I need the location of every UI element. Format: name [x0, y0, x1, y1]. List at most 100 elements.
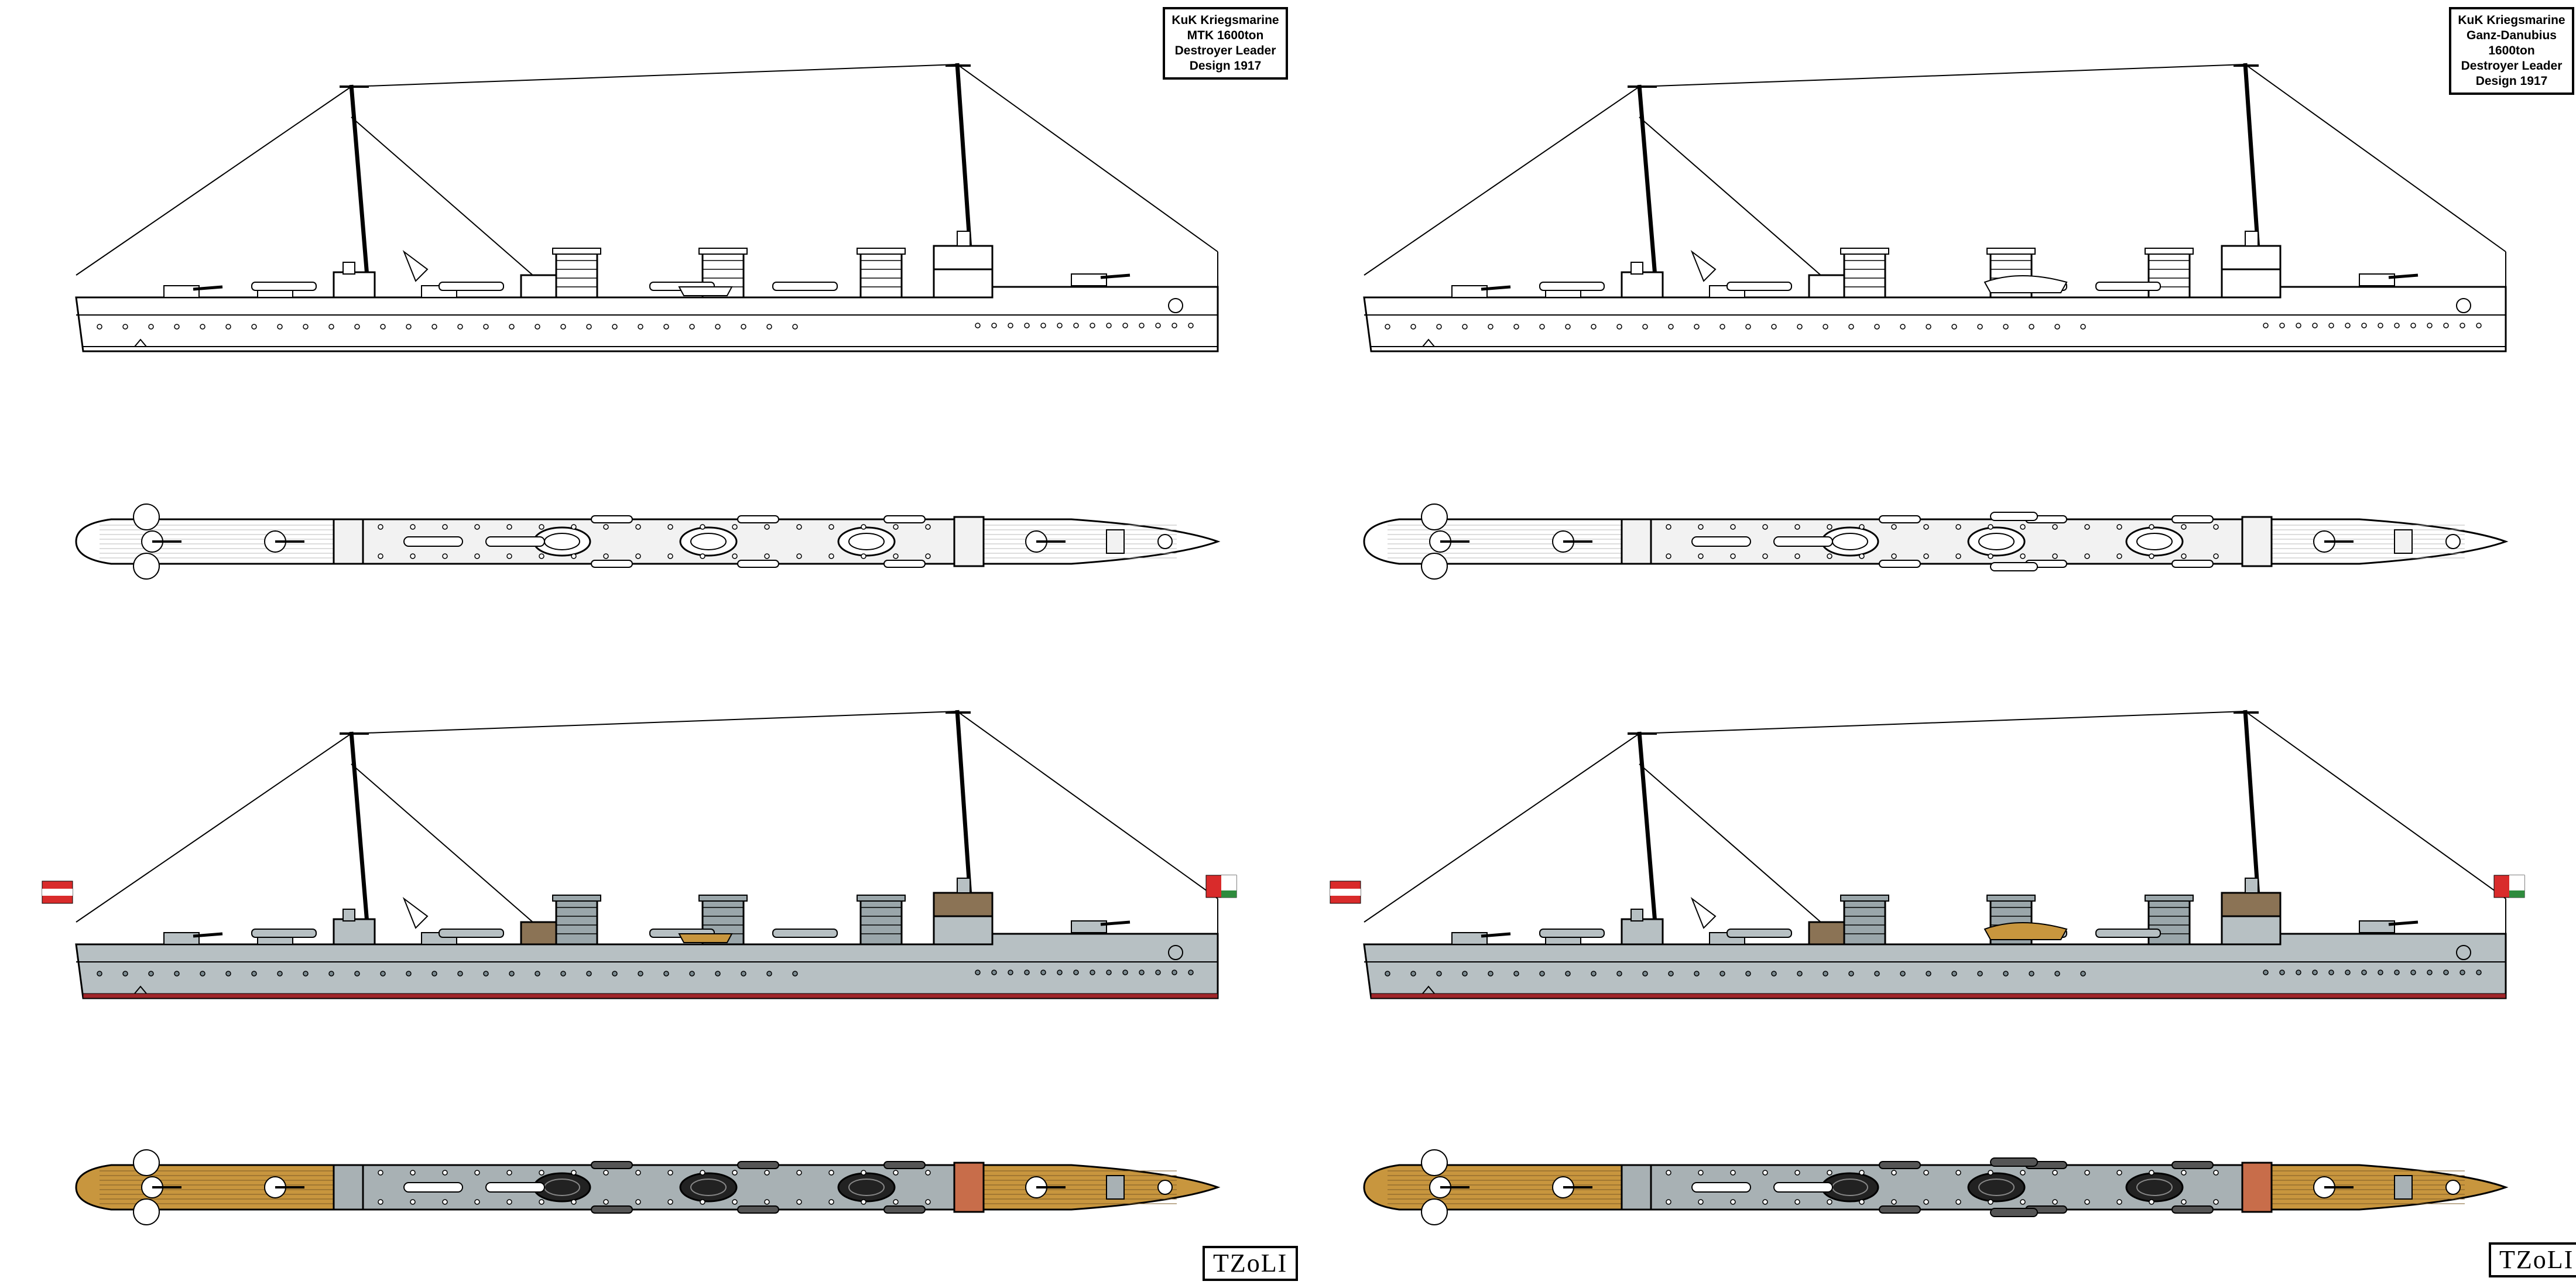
- right-profile-color: [1330, 710, 2525, 999]
- funnel-cap: [857, 895, 906, 902]
- bridge-plan: [2241, 516, 2273, 567]
- porthole: [638, 971, 643, 977]
- bollard: [1827, 1170, 1832, 1176]
- funnel-top: [1967, 1172, 2026, 1203]
- rangefinder: [957, 878, 971, 893]
- bollard: [667, 1170, 673, 1176]
- porthole: [792, 324, 798, 330]
- torpedo-tube: [1727, 929, 1792, 938]
- hungarian-jack-icon: [2493, 875, 2525, 898]
- torpedo-tube-plan: [403, 1182, 463, 1193]
- engine-house: [1808, 921, 1845, 946]
- boot-topping: [1371, 993, 2506, 999]
- porthole: [1040, 323, 1046, 328]
- porthole: [2029, 324, 2034, 330]
- porthole: [766, 324, 772, 330]
- bollard: [1923, 553, 1929, 559]
- porthole: [354, 324, 360, 330]
- funnel-top: [1967, 526, 2026, 557]
- bollard: [893, 1199, 899, 1205]
- bollard: [603, 1170, 609, 1176]
- bollard: [764, 524, 770, 530]
- porthole: [1155, 970, 1161, 975]
- label-right-line-3: 1600ton: [2488, 44, 2535, 57]
- bollard: [2149, 1199, 2154, 1205]
- porthole: [122, 971, 128, 977]
- aft-deckhouse: [333, 271, 376, 299]
- porthole: [741, 324, 746, 330]
- bollard: [539, 1199, 544, 1205]
- porthole: [766, 971, 772, 977]
- stern-capstan: [133, 1149, 160, 1176]
- bollard: [2084, 524, 2090, 530]
- left-profile-lineart: [75, 63, 1219, 352]
- austro-hungarian-ensign-icon: [42, 881, 73, 904]
- label-left-line-2: MTK 1600ton: [1187, 29, 1264, 42]
- funnel-inner: [2136, 1179, 2173, 1196]
- porthole: [2410, 323, 2416, 328]
- porthole: [1122, 323, 1128, 328]
- bow-capstan: [1157, 1180, 1173, 1195]
- funnel-cap: [698, 248, 748, 255]
- bollard: [378, 553, 383, 559]
- bollard: [1923, 524, 1929, 530]
- funnel-cap: [1986, 895, 2036, 902]
- derrick: [402, 897, 429, 929]
- main-mast: [349, 731, 371, 945]
- porthole: [251, 324, 257, 330]
- porthole: [1008, 323, 1013, 328]
- gun-barrel: [193, 932, 223, 938]
- bollard: [2149, 553, 2154, 559]
- bollard: [700, 524, 705, 530]
- bollard: [764, 553, 770, 559]
- porthole: [2476, 323, 2482, 328]
- funnel-inner: [1978, 533, 2015, 550]
- porthole: [1642, 324, 1648, 330]
- porthole: [1951, 971, 1957, 977]
- porthole: [1122, 970, 1128, 975]
- left-plan-color: [75, 1149, 1221, 1225]
- bollard: [2116, 553, 2122, 559]
- bollard: [442, 553, 448, 559]
- hull: [1363, 933, 2507, 999]
- porthole: [1668, 324, 1674, 330]
- porthole: [97, 971, 102, 977]
- porthole: [535, 324, 540, 330]
- bridge: [933, 892, 994, 917]
- funnel-top: [837, 1172, 896, 1203]
- rigging-aft: [1364, 86, 1640, 276]
- bollard: [2020, 1199, 2026, 1205]
- porthole: [431, 971, 437, 977]
- bollard: [861, 1170, 866, 1176]
- bollard: [732, 524, 738, 530]
- porthole: [741, 971, 746, 977]
- rigging-aft: [1364, 733, 1640, 923]
- torpedo-tube: [251, 282, 317, 291]
- bridge-base: [2221, 268, 2282, 299]
- porthole: [1771, 971, 1777, 977]
- gun-barrel: [193, 285, 223, 291]
- bollard: [571, 1170, 577, 1176]
- bollard: [410, 553, 416, 559]
- bollard: [410, 524, 416, 530]
- bollard: [1730, 1170, 1736, 1176]
- boat: [883, 560, 926, 568]
- porthole: [1616, 324, 1622, 330]
- porthole: [354, 971, 360, 977]
- rigging-top: [351, 711, 958, 734]
- hull: [75, 933, 1219, 999]
- derrick: [402, 250, 429, 282]
- bollard: [474, 1170, 480, 1176]
- porthole: [2003, 324, 2009, 330]
- porthole: [251, 971, 257, 977]
- bollard: [667, 524, 673, 530]
- left-profile-color: [42, 710, 1237, 999]
- bollard: [1955, 553, 1961, 559]
- porthole: [1385, 324, 1390, 330]
- bow-capstan: [2445, 534, 2461, 549]
- stern-capstan: [133, 553, 160, 580]
- porthole: [174, 324, 180, 330]
- bollard: [1666, 524, 1671, 530]
- gun-barrel: [1100, 920, 1131, 926]
- boat: [591, 1205, 633, 1214]
